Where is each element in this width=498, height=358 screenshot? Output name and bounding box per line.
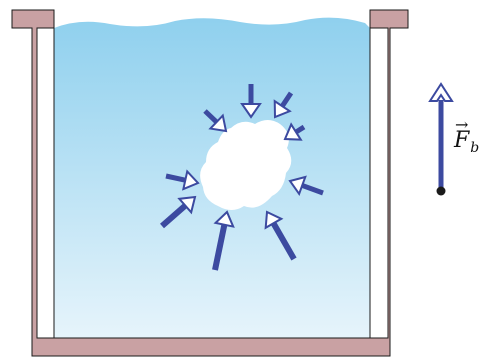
buoyant-force-label: → Fb <box>454 128 478 153</box>
force-subscript: b <box>470 140 479 156</box>
vector-arrow-mark: → <box>455 115 468 134</box>
buoyant-force-vector <box>430 84 452 196</box>
force-origin-dot <box>437 187 446 196</box>
buoyant-force-arrowhead <box>430 84 452 101</box>
